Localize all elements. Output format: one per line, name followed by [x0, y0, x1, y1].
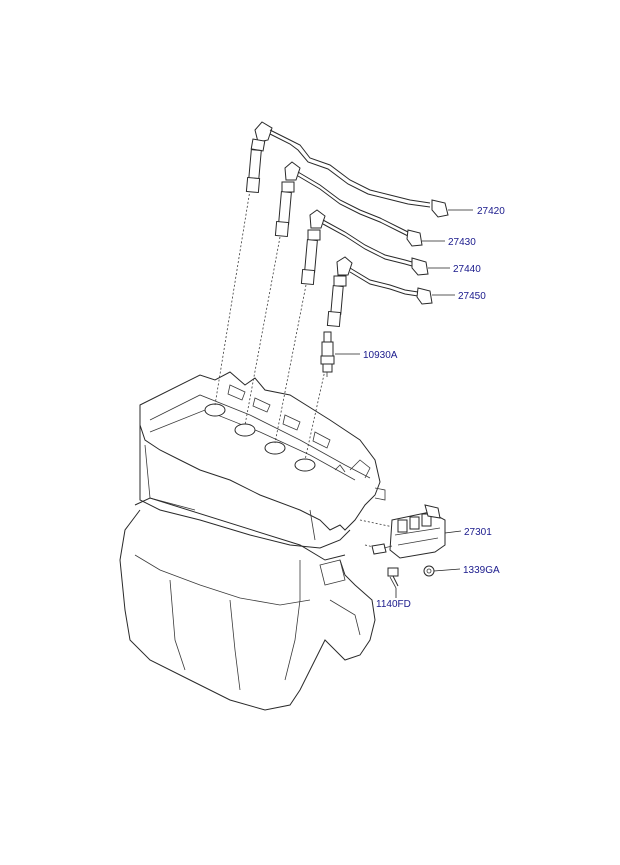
spark-plug-bores	[204, 384, 331, 472]
label-27440: 27440	[453, 264, 481, 275]
ignition-wire-27430	[274, 161, 423, 247]
part-labels: 27420 27430 27440 27450 10930A 27301 133…	[363, 206, 505, 610]
label-1140FD: 1140FD	[376, 599, 411, 610]
bolt	[387, 567, 399, 589]
leader-lines	[335, 209, 473, 598]
ignition-wire-27440	[300, 209, 429, 286]
label-10930A: 10930A	[363, 350, 398, 361]
label-27450: 27450	[458, 291, 486, 302]
ignition-wire-27420	[245, 121, 449, 218]
ignition-coil	[371, 504, 446, 559]
label-1339GA: 1339GA	[463, 565, 500, 576]
engine-block	[119, 371, 386, 711]
nut	[423, 565, 435, 577]
label-27301: 27301	[464, 527, 492, 538]
spark-plug	[320, 331, 335, 377]
ignition-wire-27450	[326, 256, 433, 328]
alignment-lines	[214, 189, 399, 549]
label-27420: 27420	[477, 206, 505, 217]
label-27430: 27430	[448, 237, 476, 248]
